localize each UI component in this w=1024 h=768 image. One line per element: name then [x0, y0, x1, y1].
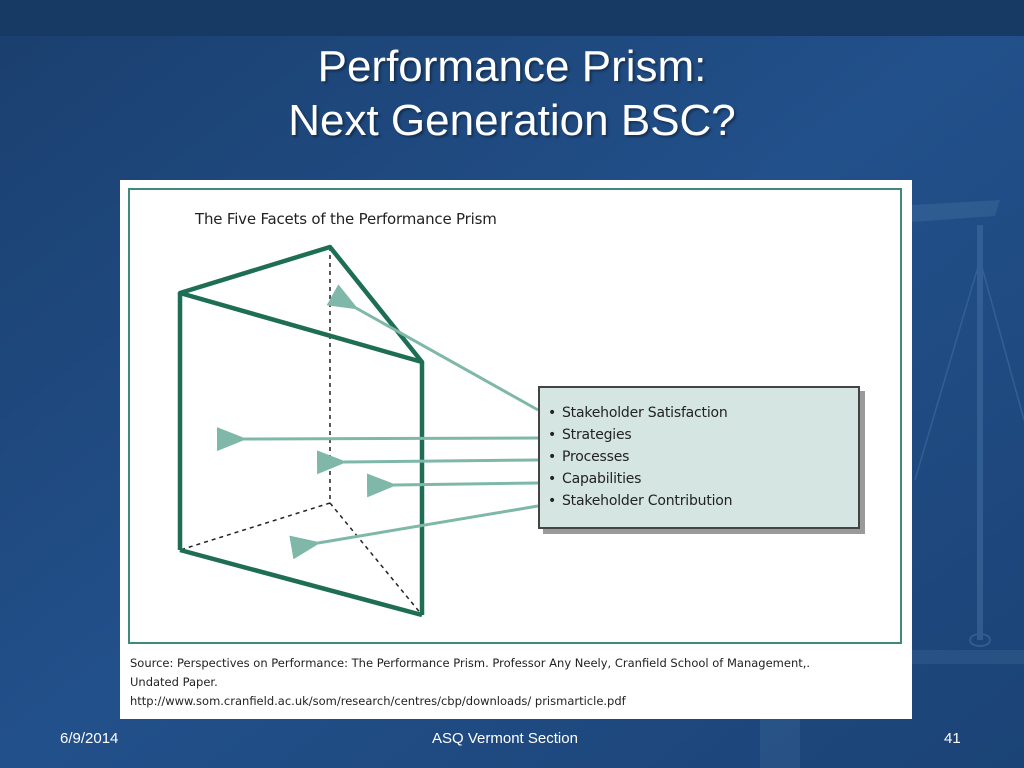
slide-title-line-1: Performance Prism:: [317, 42, 707, 91]
facet-arrows: [216, 284, 539, 560]
figure-title: The Five Facets of the Performance Prism: [195, 210, 497, 228]
source-line: Undated Paper.: [130, 675, 218, 689]
prism-figure: The Five Facets of the Performance Prism: [120, 180, 912, 719]
arrow-capabilities: [366, 473, 539, 498]
facet-label: Strategies: [562, 427, 632, 443]
figure-frame: [128, 188, 902, 644]
facets-box: •Stakeholder Satisfaction •Strategies •P…: [538, 386, 860, 529]
facet-label: Processes: [562, 449, 630, 465]
arrow-stakeholder-contribution: [289, 504, 539, 560]
arrow-stakeholder-satisfaction: [326, 284, 539, 412]
facet-item: •Strategies: [548, 427, 632, 443]
source-citation: Source: Perspectives on Performance: The…: [130, 654, 910, 711]
facet-label: Stakeholder Contribution: [562, 493, 733, 509]
slide-title: Performance Prism: Next Generation BSC?: [0, 40, 1024, 148]
facet-label: Stakeholder Satisfaction: [562, 405, 728, 421]
slide-number: 41: [944, 730, 961, 747]
facet-label: Capabilities: [562, 471, 642, 487]
arrow-processes: [316, 450, 539, 475]
footer-center: ASQ Vermont Section: [432, 730, 578, 747]
source-line: Source: Perspectives on Performance: The…: [130, 656, 811, 670]
footer-date: 6/9/2014: [60, 730, 119, 747]
facet-item: •Capabilities: [548, 471, 642, 487]
arrow-strategies: [216, 427, 539, 452]
facet-item: •Stakeholder Contribution: [548, 493, 733, 509]
prism-diagram: [177, 244, 539, 618]
facet-item: •Stakeholder Satisfaction: [548, 405, 728, 421]
source-url: http://www.som.cranfield.ac.uk/som/resea…: [130, 694, 626, 708]
facets-list: •Stakeholder Satisfaction •Strategies •P…: [540, 388, 858, 512]
slide-title-line-2: Next Generation BSC?: [288, 96, 736, 145]
scale-decoration: [912, 200, 1024, 647]
prism-edges: [177, 244, 425, 618]
facet-item: •Processes: [548, 449, 630, 465]
